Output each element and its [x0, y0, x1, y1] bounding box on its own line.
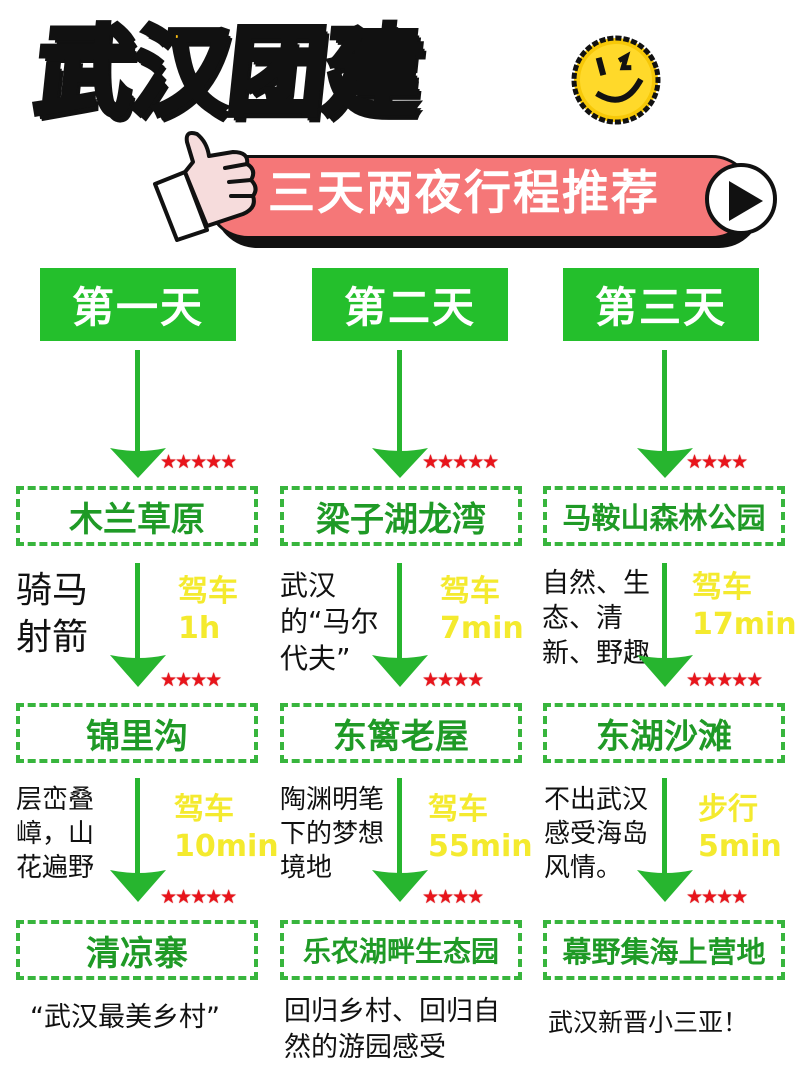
travel-mode: 驾车 — [174, 792, 234, 827]
travel-mode: 驾车 — [428, 792, 488, 827]
travel-time: 10min — [174, 828, 279, 864]
arrow-down-icon — [108, 350, 168, 480]
smiley-face-icon — [571, 35, 661, 125]
star-rating: ★★★★ — [422, 886, 484, 908]
stop-description: 武汉的“马尔代夫” — [280, 569, 379, 675]
travel-time: 1h — [178, 610, 221, 646]
play-icon — [729, 181, 763, 221]
arrow-down-icon — [370, 563, 430, 693]
arrow-down-icon — [370, 778, 430, 908]
page-title: 武汉团建 — [28, 14, 429, 133]
star-rating: ★★★★ — [686, 886, 748, 908]
play-button[interactable] — [705, 163, 777, 235]
travel-time: 17min — [692, 606, 797, 642]
travel-info: 驾车 17min — [692, 570, 797, 643]
star-rating: ★★★★★ — [160, 886, 237, 908]
stop-description: 自然、生态、清新、野趣 — [542, 568, 650, 670]
travel-info: 驾车 55min — [428, 792, 533, 865]
place-box: 锦里沟 — [16, 703, 258, 763]
star-rating: ★★★★★ — [160, 451, 237, 473]
travel-info: 驾车 1h — [178, 574, 238, 647]
star-rating: ★★★★ — [686, 451, 748, 473]
thumbs-up-hand-icon — [153, 131, 258, 242]
place-box: 东篱老屋 — [280, 703, 522, 763]
stop-description: 不出武汉感受海岛风情。 — [544, 785, 649, 883]
place-box: 乐农湖畔生态园 — [280, 920, 522, 980]
arrow-down-icon — [370, 350, 430, 480]
stop-note: 回归乡村、回归自然的游园感受 — [284, 996, 500, 1064]
star-rating: ★★★★★ — [686, 669, 763, 691]
stop-description: 骑马射箭 — [16, 570, 89, 658]
star-rating: ★★★★★ — [422, 451, 499, 473]
travel-mode: 驾车 — [440, 574, 500, 609]
stop-note: “武汉最美乡村” — [30, 1002, 220, 1033]
stop-description: 层峦叠嶂，山花遍野 — [16, 785, 95, 883]
star-rating: ★★★★ — [422, 669, 484, 691]
subtitle-text: 三天两夜行程推荐 — [268, 166, 660, 221]
travel-mode: 驾车 — [178, 574, 238, 609]
day-1-header: 第一天 — [40, 268, 236, 341]
place-box: 东湖沙滩 — [543, 703, 785, 763]
travel-mode: 驾车 — [692, 570, 752, 605]
travel-time: 55min — [428, 828, 533, 864]
arrow-down-icon — [635, 563, 695, 693]
day-2-header: 第二天 — [312, 268, 508, 341]
place-box: 马鞍山森林公园 — [543, 486, 785, 546]
arrow-down-icon — [108, 563, 168, 693]
arrow-down-icon — [635, 778, 695, 908]
star-rating: ★★★★ — [160, 669, 222, 691]
arrow-down-icon — [108, 778, 168, 908]
travel-info: 步行 5min — [698, 792, 782, 865]
place-box: 清凉寨 — [16, 920, 258, 980]
stop-description: 陶渊明笔下的梦想境地 — [280, 785, 385, 883]
travel-info: 驾车 7min — [440, 574, 524, 647]
arrow-down-icon — [635, 350, 695, 480]
travel-time: 5min — [698, 828, 782, 864]
place-box: 木兰草原 — [16, 486, 258, 546]
place-box: 梁子湖龙湾 — [280, 486, 522, 546]
travel-info: 驾车 10min — [174, 792, 279, 865]
travel-mode: 步行 — [698, 792, 758, 827]
day-3-header: 第三天 — [563, 268, 759, 341]
travel-time: 7min — [440, 610, 524, 646]
place-box: 幕野集海上营地 — [543, 920, 785, 980]
subtitle-banner — [206, 155, 754, 239]
stop-note: 武汉新晋小三亚！ — [548, 1008, 749, 1037]
